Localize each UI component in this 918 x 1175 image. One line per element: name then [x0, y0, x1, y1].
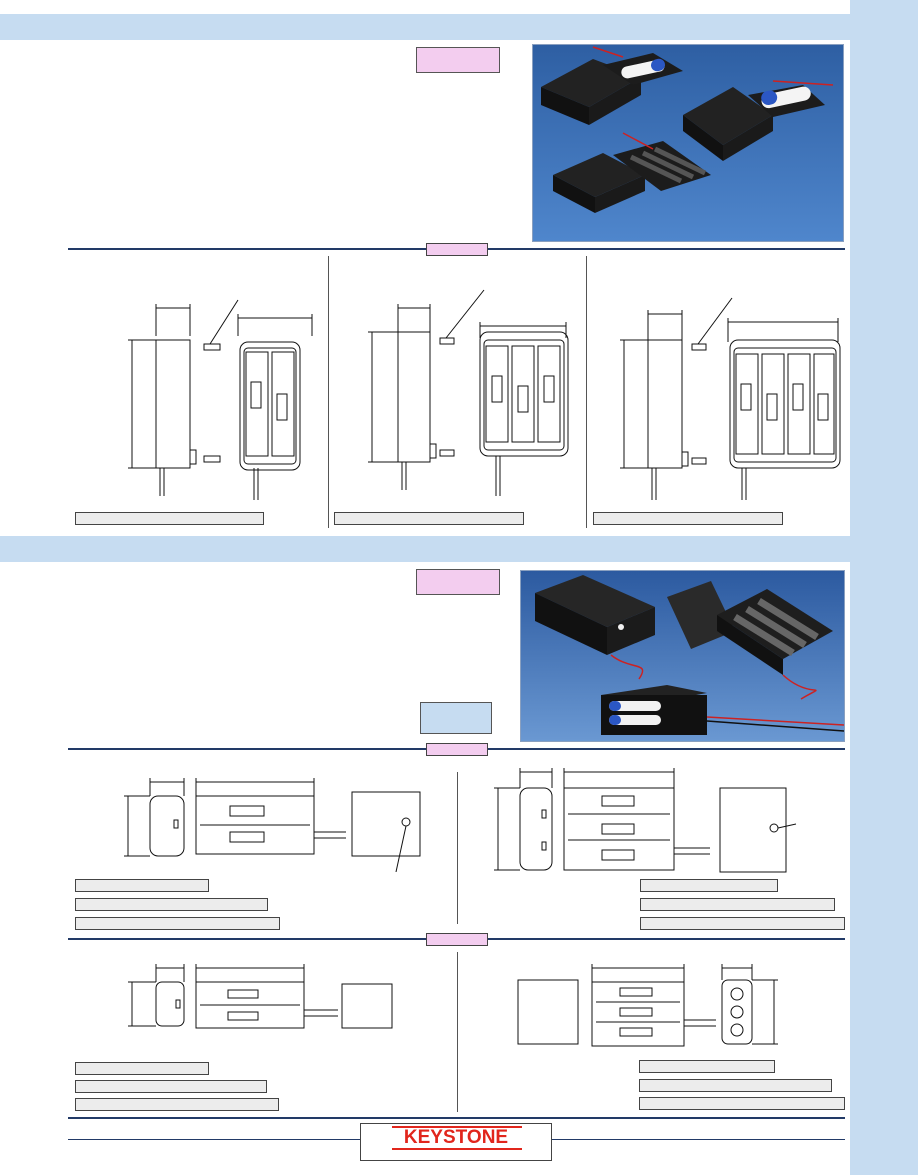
right-sidebar-strip [850, 0, 918, 1175]
holder-photo-image [521, 571, 845, 741]
section-2-caption-a1 [75, 879, 209, 892]
section-1-product-photo [532, 44, 844, 242]
3-cell-holder-stacked-drawing [517, 964, 778, 1047]
section-2-caption-b1 [640, 879, 778, 892]
logo-top-bar [392, 1126, 522, 1128]
section-2-caption-c1 [75, 1062, 209, 1075]
section-2-caption-b3 [640, 917, 845, 930]
section-1-column-divider-1 [328, 256, 329, 528]
section-1-caption-3 [593, 512, 783, 525]
section-2-tag-1 [426, 743, 488, 756]
enclosure-photo-image [533, 45, 843, 241]
4-cell-enclosure-drawing [620, 297, 841, 500]
2-cell-holder-slide-cover-drawing [128, 964, 393, 1029]
section-1-tag [426, 243, 488, 256]
logo-bottom-bar [392, 1148, 522, 1150]
section-2-caption-d3 [639, 1097, 845, 1110]
2-cell-holder-with-cover-drawing [124, 778, 421, 872]
2-cell-enclosure-drawing [128, 299, 313, 500]
section-2-column-divider-1 [457, 772, 458, 924]
section-2-product-photo [520, 570, 845, 742]
3-cell-holder-with-cover-drawing [494, 768, 797, 873]
section-2-label-box [416, 569, 500, 595]
section-1-caption-1 [75, 512, 264, 525]
section-2-tag-2 [426, 933, 488, 946]
logo-wordmark: KEYSTONE [403, 1127, 509, 1148]
section-2-caption-b2 [640, 898, 835, 911]
section-1-column-divider-2 [586, 256, 587, 528]
3-cell-enclosure-drawing [368, 289, 569, 496]
section-2-caption-a2 [75, 898, 268, 911]
section-1-header-band [0, 14, 850, 40]
section-2-caption-c2 [75, 1080, 267, 1093]
footer-divider [68, 1117, 845, 1119]
keystone-logo: KEYSTONE [360, 1123, 552, 1161]
section-1-label-box [416, 47, 500, 73]
section-2-column-divider-2 [457, 952, 458, 1112]
section-2-caption-d1 [639, 1060, 775, 1073]
section-2-caption-d2 [639, 1079, 832, 1092]
section-2-header-band [0, 536, 850, 562]
section-1-caption-2 [334, 512, 524, 525]
section-2-caption-c3 [75, 1098, 279, 1111]
section-2-caption-a3 [75, 917, 280, 930]
section-2-info-box [420, 702, 492, 734]
